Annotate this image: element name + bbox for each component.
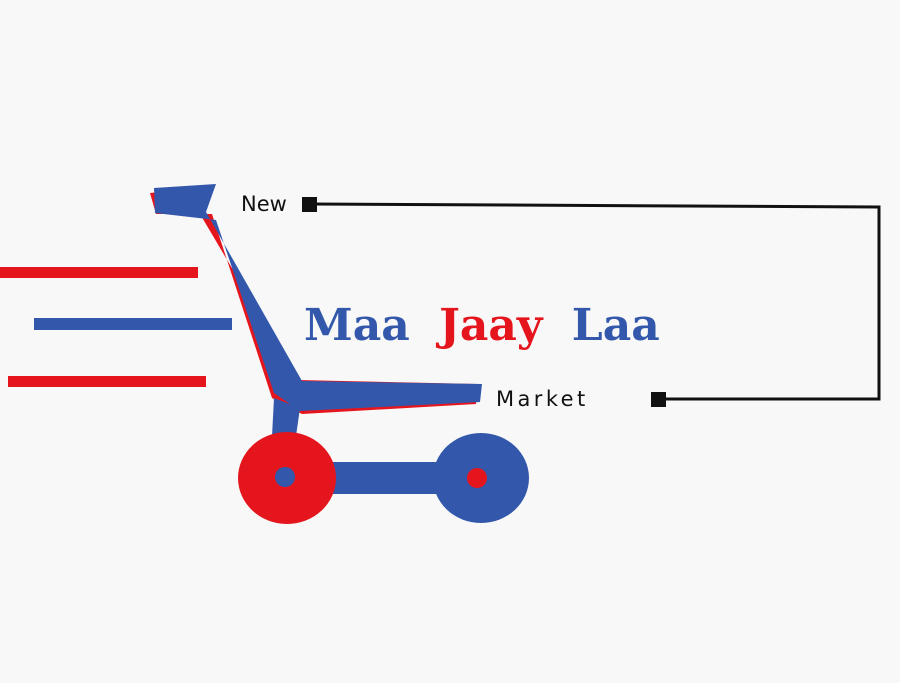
brand-word-jaay: Jaay — [435, 300, 544, 351]
cart-axle — [326, 462, 438, 494]
cart-post — [272, 398, 300, 436]
speed-line-top — [0, 267, 198, 278]
bracket-connector-icon — [302, 197, 881, 407]
cart-wheel-left-hub — [275, 467, 295, 487]
cart-frame — [154, 184, 482, 411]
shopping-cart-icon — [150, 184, 529, 524]
bracket-line — [309, 202, 881, 401]
bracket-node-top — [302, 197, 317, 212]
speed-line-bottom — [8, 376, 206, 387]
logo-prefix-text: New — [241, 192, 287, 216]
bracket-node-bottom — [651, 392, 666, 407]
brand-name: Maa Jaay Laa — [304, 300, 660, 351]
brand-word-maa: Maa — [304, 300, 410, 351]
speed-lines-icon — [0, 267, 232, 387]
logo-suffix-text: Market — [496, 387, 589, 411]
brand-word-laa: Laa — [572, 300, 660, 351]
cart-wheel-right-hub — [467, 468, 487, 488]
speed-line-middle — [34, 318, 232, 330]
